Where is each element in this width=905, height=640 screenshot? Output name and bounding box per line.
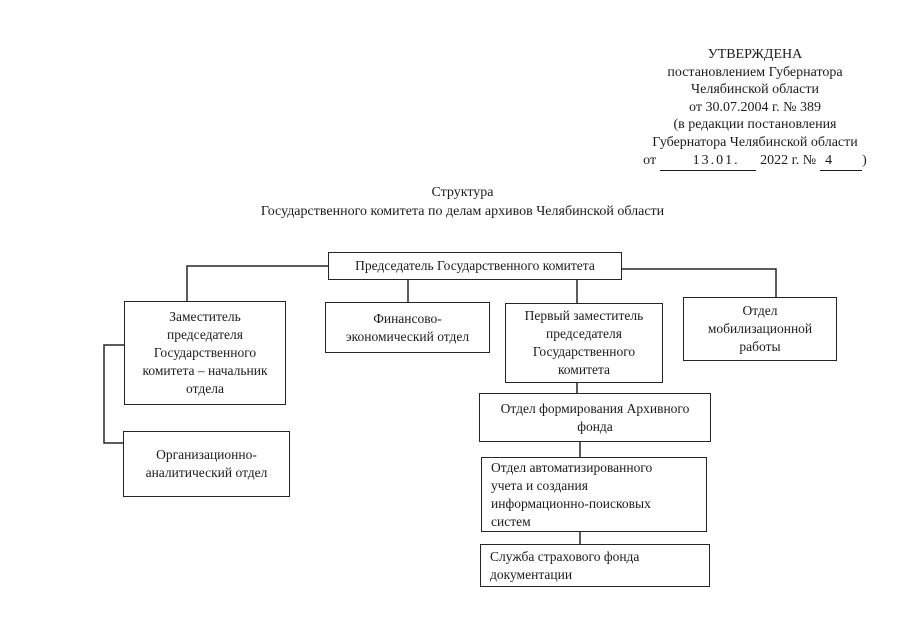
- document-title: Структура Государственного комитета по д…: [20, 183, 905, 221]
- org-box-org-analytical-dept: Организационно- аналитический отдел: [123, 431, 290, 497]
- connector-chairman-to-deputy: [186, 265, 328, 301]
- org-box-archive-fund-dept: Отдел формирования Архивного фонда: [479, 393, 711, 442]
- org-box-mobilization-dept: Отдел мобилизационной работы: [683, 297, 837, 361]
- org-box-automated-systems-dept: Отдел автоматизированного учета и создан…: [481, 457, 707, 532]
- connector-deputy-to-org-analytical: [103, 344, 124, 444]
- document-title-line1: Структура: [431, 185, 494, 200]
- approval-stamp: УТВЕРЖДЕНА постановлением Губернатора Че…: [622, 46, 888, 171]
- amendment-date-blank: 13.01.: [660, 152, 757, 171]
- amendment-middle: 2022 г. №: [760, 153, 817, 168]
- org-box-first-deputy: Первый заместитель председателя Государс…: [505, 303, 663, 383]
- approval-line: от 30.07.2004 г. № 389: [689, 99, 821, 115]
- approval-line: постановлением Губернатора: [667, 64, 843, 80]
- approval-line: Челябинской области: [691, 82, 819, 97]
- org-box-chairman: Председатель Государственного комитета: [328, 252, 622, 280]
- org-box-insurance-fund-service: Служба страхового фонда документации: [480, 544, 710, 587]
- document-title-line2: Государственного комитета по делам архив…: [260, 204, 665, 219]
- approval-line: УТВЕРЖДЕНА: [707, 47, 803, 62]
- amendment-prefix: от: [643, 153, 657, 168]
- amendment-number-blank: 4: [820, 152, 863, 171]
- connector-chairman-to-mobilization: [622, 268, 777, 297]
- approval-line: (в редакции постановления: [673, 117, 837, 132]
- approval-line: Губернатора Челябинской области: [652, 134, 858, 150]
- org-box-finance-dept: Финансово- экономический отдел: [325, 302, 490, 353]
- amendment-suffix: ): [862, 153, 867, 168]
- org-box-deputy-chairman: Заместитель председателя Государственног…: [124, 301, 286, 405]
